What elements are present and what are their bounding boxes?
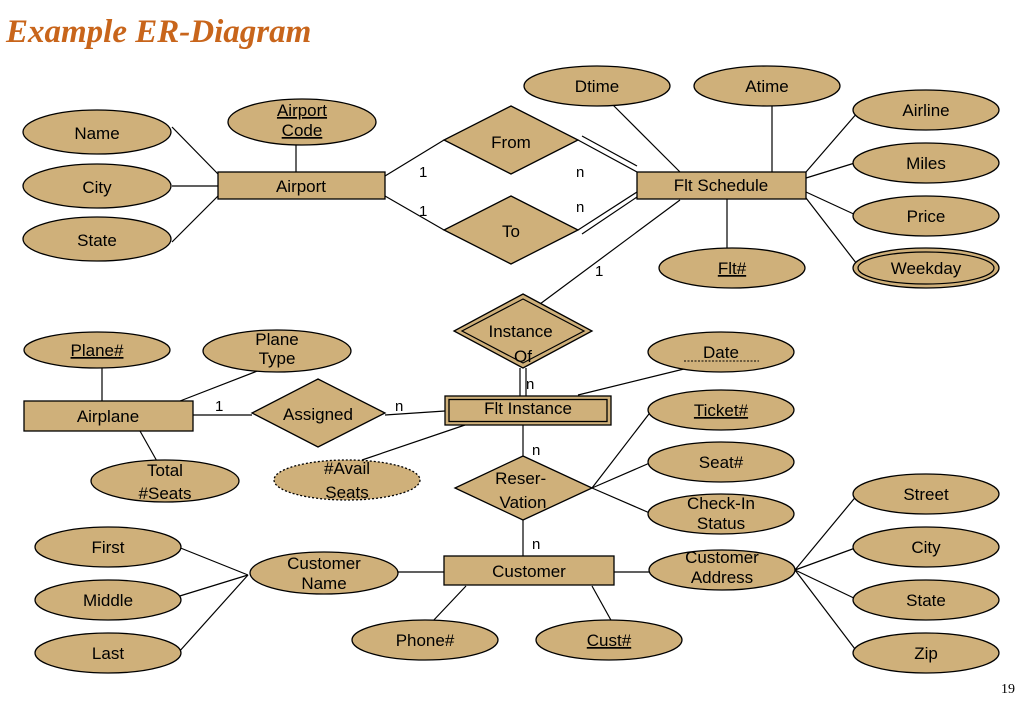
attribute-street-label: Street <box>903 485 949 504</box>
entity-customer-label: Customer <box>492 562 566 581</box>
attribute-middle-label: Middle <box>83 591 133 610</box>
attribute-dtime: Dtime <box>523 65 671 107</box>
relationship-instance-of: Instance Of <box>452 293 594 369</box>
relationship-assigned-label: Assigned <box>283 405 353 424</box>
attribute-city: City <box>22 163 172 209</box>
attribute-addr-city: City <box>852 526 1000 568</box>
attribute-ticket-no: Ticket# <box>647 389 795 431</box>
attribute-addr-state-label: State <box>906 591 946 610</box>
page-number: 19 <box>1001 682 1015 697</box>
attribute-plane-no: Plane# <box>23 331 171 369</box>
attribute-phone-no: Phone# <box>351 619 499 661</box>
attribute-state-label: State <box>77 231 117 250</box>
entity-flt-instance: Flt Instance <box>444 395 612 426</box>
attribute-weekday-label: Weekday <box>891 259 962 278</box>
entity-airplane: Airplane <box>23 400 194 432</box>
cardinality-instanceof-instance: n <box>526 376 534 393</box>
relationship-to: To <box>442 195 580 265</box>
attribute-total-seats-label: Total#Seats <box>139 461 192 503</box>
relationship-instance-of-label: Instance Of <box>489 322 558 366</box>
attribute-miles-label: Miles <box>906 154 946 173</box>
attribute-date: Date <box>647 331 795 373</box>
attribute-atime-label: Atime <box>745 77 788 96</box>
cardinality-assigned-airplane: 1 <box>215 398 223 415</box>
attribute-zip: Zip <box>852 632 1000 674</box>
attribute-airline: Airline <box>852 89 1000 131</box>
cardinality-to-airport: 1 <box>419 203 427 220</box>
cardinality-reservation-instance: n <box>532 442 540 459</box>
attribute-atime: Atime <box>693 65 841 107</box>
attribute-state: State <box>22 216 172 262</box>
attribute-cust-no: Cust# <box>535 619 683 661</box>
attribute-last-label: Last <box>92 644 124 663</box>
attribute-miles: Miles <box>852 142 1000 184</box>
attribute-dtime-label: Dtime <box>575 77 619 96</box>
attribute-seat-no-label: Seat# <box>699 453 744 472</box>
relationship-from-label: From <box>491 133 531 152</box>
relationship-to-label: To <box>502 222 520 241</box>
relationship-instance-of-line-1: Instance <box>489 322 553 341</box>
attribute-total-seats: Total#Seats <box>90 459 240 503</box>
relationship-reservation-line-2: Vation <box>500 493 547 512</box>
cardinality-to-schedule: n <box>576 199 584 216</box>
attribute-ticket-no-label: Ticket# <box>694 401 749 420</box>
attribute-seat-no: Seat# <box>647 441 795 483</box>
relationship-assigned: Assigned <box>250 378 387 448</box>
attribute-middle: Middle <box>34 579 182 621</box>
attribute-price: Price <box>852 195 1000 237</box>
attribute-city-label: City <box>82 178 112 197</box>
entity-airport-label: Airport <box>276 177 326 196</box>
attribute-street: Street <box>852 473 1000 515</box>
entity-customer: Customer <box>443 555 615 586</box>
attribute-last: Last <box>34 632 182 674</box>
connectors <box>101 103 861 654</box>
attribute-cust-no-label: Cust# <box>587 631 632 650</box>
relationship-instance-of-line-2: Of <box>514 347 532 366</box>
attribute-addr-city-label: City <box>911 538 941 557</box>
cardinality-reservation-customer: n <box>532 536 540 553</box>
cardinality-from-airport: 1 <box>419 164 427 181</box>
attribute-flt-no: Flt# <box>658 247 806 289</box>
entity-airport: Airport <box>217 171 386 200</box>
attribute-date-label: Date <box>703 343 739 362</box>
attribute-weekday: Weekday <box>852 247 1000 289</box>
relationship-from: From <box>442 105 580 175</box>
relationship-reservation-line-1: Reser- <box>495 469 546 488</box>
entity-flt-instance-label: Flt Instance <box>484 399 572 418</box>
attribute-zip-label: Zip <box>914 644 938 663</box>
attribute-first: First <box>34 526 182 568</box>
attribute-name-label: Name <box>74 124 119 143</box>
attribute-addr-state: State <box>852 579 1000 621</box>
entity-flt-schedule: Flt Schedule <box>636 171 807 200</box>
attribute-price-label: Price <box>907 207 946 226</box>
relationship-reservation: Reser- Vation <box>453 455 594 521</box>
cardinality-instanceof-schedule: 1 <box>595 263 603 280</box>
entity-flt-schedule-label: Flt Schedule <box>674 176 769 195</box>
attribute-flt-no-label: Flt# <box>718 259 747 278</box>
attribute-name: Name <box>22 109 172 155</box>
cardinality-assigned-instance: n <box>395 398 403 415</box>
cardinality-from-schedule: n <box>576 164 584 181</box>
cardinalities: 1 n 1 n 1 n 1 n n n <box>215 164 603 553</box>
entity-airplane-label: Airplane <box>77 407 139 426</box>
attribute-plane-no-label: Plane# <box>71 341 124 360</box>
attribute-phone-no-label: Phone# <box>396 631 455 650</box>
relationship-reservation-label: Reser- Vation <box>495 469 551 512</box>
page-title: Example ER-Diagram <box>6 14 312 50</box>
attribute-first-label: First <box>91 538 124 557</box>
attribute-airline-label: Airline <box>902 101 949 120</box>
